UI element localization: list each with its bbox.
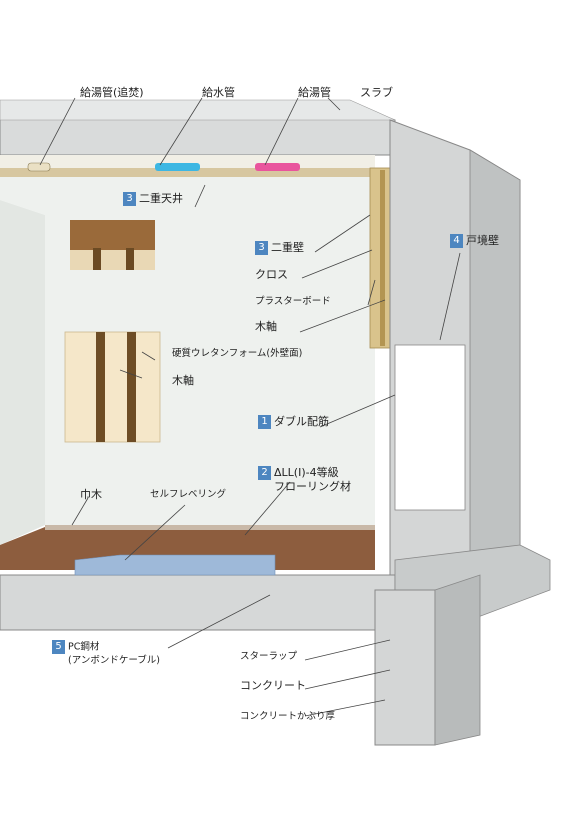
label-hot-pipe-reheat: 給湯管(追焚) [80,86,144,99]
badge-5: 5 [52,640,65,654]
pipes [27,162,300,172]
badge-4: 4 [450,234,463,248]
badge-1: 1 [258,415,271,429]
label-slab: スラブ [360,86,393,99]
label-concrete-cover: コンクリートかぶり厚 [240,711,336,722]
label-pc-steel-line2: (アンボンドケーブル) [68,655,160,666]
ceiling-slab [0,99,396,156]
label-double-rebar-text: ダブル配筋 [274,415,329,428]
label-self-leveling: セルフレベリング [150,489,227,500]
label-wood-stud-1: 木軸 [255,320,277,333]
wall-foam-cutout [64,331,161,443]
lower-column [374,574,481,746]
boundary-wall [389,119,521,591]
double-wall-section [369,167,393,349]
label-pc-steel-line1: PC鋼材 [68,641,100,653]
label-hot-pipe: 給湯管 [298,86,331,99]
label-plasterboard: プラスターボード [255,296,331,307]
label-cloth: クロス [255,268,288,281]
label-concrete: コンクリート [240,679,306,692]
label-boundary-wall-text: 戸境壁 [466,234,499,247]
label-urethane-foam: 硬質ウレタンフォーム(外壁面) [172,348,303,359]
badge-2: 2 [258,466,271,480]
label-water-pipe: 給水管 [202,86,235,99]
label-double-ceiling-text: 二重天井 [139,192,183,205]
label-stirrup: スターラップ [240,651,298,662]
label-double-wall-text: 二重壁 [271,241,304,254]
label-flooring-line2: フローリング材 [274,480,351,493]
label-baseboard: 巾木 [80,488,102,501]
ceiling-stud-cutout [70,220,155,270]
label-wood-stud-2: 木軸 [172,374,194,387]
badge-3-ceiling: 3 [123,192,136,206]
badge-3-wall: 3 [255,241,268,255]
label-flooring-line1: ΔLL(Ⅰ)-4等級 [274,466,339,479]
